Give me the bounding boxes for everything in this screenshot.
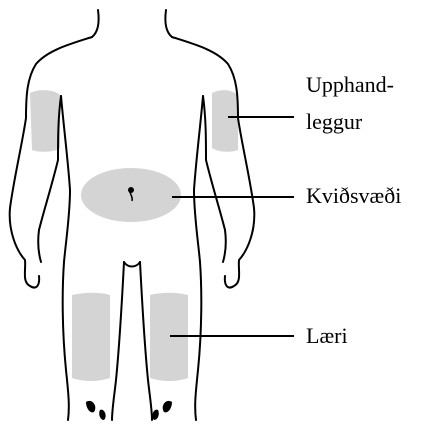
upper-arm-zone-right bbox=[212, 90, 238, 152]
upper-arm-label-line1: Upphand- bbox=[306, 72, 394, 98]
upper-arm-label-line2: leggur bbox=[306, 109, 362, 135]
abdomen-label: Kviðsvæði bbox=[306, 183, 401, 209]
thigh-label: Læri bbox=[306, 323, 348, 349]
crotch bbox=[124, 262, 140, 267]
torso-left bbox=[61, 96, 70, 420]
inner-leg-left bbox=[112, 262, 124, 420]
knee-marks bbox=[86, 401, 172, 420]
thigh-zone-left bbox=[72, 293, 110, 381]
upper-arm-zone-left bbox=[30, 90, 60, 152]
neck-left bbox=[92, 10, 99, 37]
torso-right bbox=[194, 96, 203, 420]
right-arm-outer bbox=[172, 37, 254, 288]
left-arm-outer bbox=[10, 37, 92, 288]
injection-zones bbox=[30, 90, 238, 381]
neck-right bbox=[165, 10, 172, 37]
